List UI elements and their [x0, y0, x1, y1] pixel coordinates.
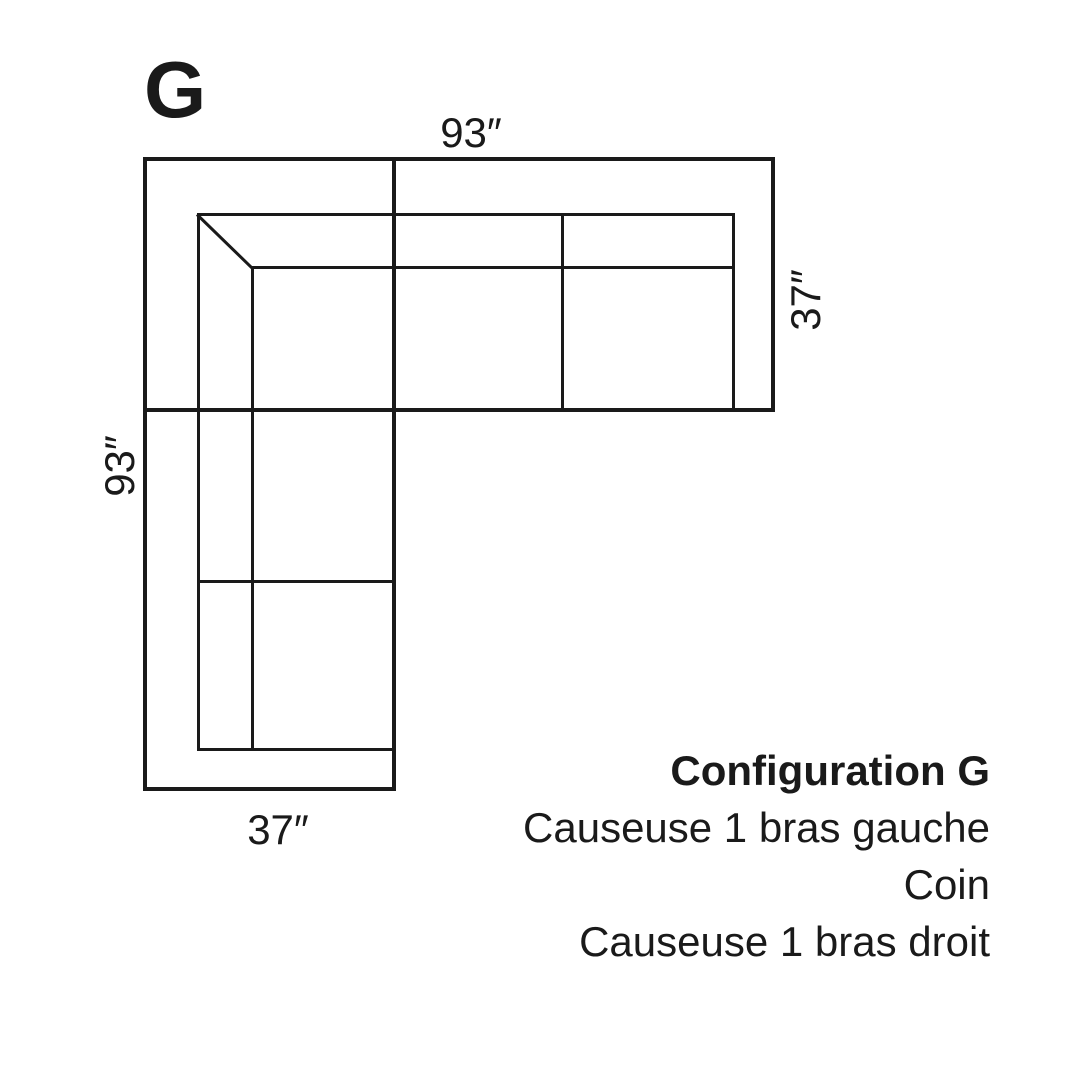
sofa-back-line-left [197, 213, 200, 751]
envelope-front-line-horizontal [143, 408, 775, 412]
dimension-label-left: 93″ [96, 435, 143, 497]
caption-line-piece-3: Causeuse 1 bras droit [579, 918, 990, 965]
dimension-label-bottom: 37″ [247, 806, 309, 853]
sofa-seat-divider-vertical-section [197, 580, 394, 583]
caption-title: Configuration G [670, 747, 990, 794]
sofa-backrest-cushion-line-left [251, 266, 254, 751]
envelope-left-line [143, 157, 147, 791]
envelope-right-line [771, 157, 775, 412]
dimension-label-right: 37″ [782, 269, 829, 331]
sofa-seat-divider-horizontal-section [561, 213, 564, 412]
caption-line-piece-1: Causeuse 1 bras gauche [523, 804, 990, 851]
sofa-corner-miter-diagonal [195, 213, 254, 270]
caption-block: Configuration G Causeuse 1 bras gauche C… [523, 742, 990, 970]
sofa-bottom-arm-line [197, 748, 396, 751]
configuration-letter: G [144, 45, 207, 134]
dimension-label-top: 93″ [440, 109, 502, 156]
envelope-top-line [143, 157, 775, 161]
envelope-right-line-vertical [392, 157, 396, 791]
envelope-bottom-line [143, 787, 396, 791]
sofa-backrest-cushion-line-top [251, 266, 735, 269]
caption-line-piece-2: Coin [903, 861, 990, 908]
sofa-right-arm-line [732, 213, 735, 412]
sofa-back-line-top [197, 213, 735, 216]
